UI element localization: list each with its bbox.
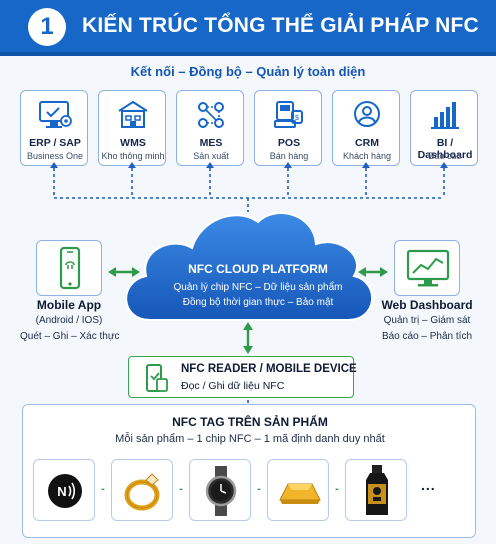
system-desc: Bán hàng [269,151,309,161]
web-dashboard-icon-box [394,240,460,296]
cloud-line-1: Quản lý chip NFC – Dữ liệu sản phẩm [173,282,343,293]
product-watch [189,459,251,521]
gold-ring-icon [124,473,160,511]
product-nfc-tag: N [33,459,95,521]
product-gold-bar [267,459,329,521]
nfc-logo-text: N [57,484,66,499]
cloud-title: NFC CLOUD PLATFORM [188,262,328,276]
erp-monitor-icon [39,101,72,128]
product-separator: - [101,483,105,495]
warehouse-icon [118,100,148,128]
web-dashboard-title: Web Dashboard [381,298,473,312]
web-dashboard-line-1: Quản trị – Giám sát [383,315,471,326]
system-name: MES [199,137,223,149]
smartphone-nfc-icon [59,246,81,290]
system-name: ERP / SAP [29,137,81,149]
system-card-crm: CRM Khách hàng [332,90,400,166]
tag-panel-title: NFC TAG TRÊN SẢN PHẨM [172,415,328,429]
liquor-bottle-icon [366,465,388,515]
product-gold-ring [111,459,173,521]
pos-terminal-icon: $ [274,101,303,128]
web-dashboard-line-2: Báo cáo – Phân tích [381,331,473,342]
product-liquor-bottle [345,459,407,521]
nfc-tag-panel: NFC TAG TRÊN SẢN PHẨM Mỗi sản phẩm – 1 c… [22,404,476,538]
product-separator: - [179,483,183,495]
bar-chart-icon [431,102,459,129]
system-card-mes: MES Sản xuất [176,90,244,166]
system-desc: Khách hàng [342,151,392,161]
system-desc: Kho thông minh [101,151,165,161]
product-separator: - [257,483,261,495]
page-title: KIẾN TRÚC TỔNG THỂ GIẢI PHÁP NFC [82,14,479,37]
system-card-pos: $ POS Bán hàng [254,90,322,166]
system-card-wms: WMS Kho thông minh [98,90,166,166]
header-bar: 1 KIẾN TRÚC TỔNG THỂ GIẢI PHÁP NFC [0,0,496,56]
system-name: BI / Dashboard [417,137,473,161]
mobile-app-line-1: (Android / IOS) [35,315,103,326]
system-name: CRM [355,137,379,149]
section-number-badge: 1 [28,8,66,46]
customer-icon [354,101,380,127]
nfc-reader-box: NFC READER / MOBILE DEVICE Đọc / Ghi dữ … [128,356,357,398]
gold-bar-icon [279,483,321,504]
mobile-app-line-2: Quét – Ghi – Xác thực [20,331,120,342]
system-name: WMS [120,137,146,149]
system-card-erp: ERP / SAP Business One [20,90,88,166]
system-name: POS [277,137,301,149]
more-products-indicator: ... [421,477,436,493]
product-separator: - [335,483,339,495]
system-desc: Business One [26,151,84,161]
mobile-app-title: Mobile App [36,298,102,312]
process-flow-icon [198,102,224,128]
system-card-bi: BI / Dashboard Báo cáo [410,90,478,166]
monitor-chart-icon [406,249,450,287]
reader-device-icon [146,364,168,392]
tag-panel-subtitle: Mỗi sản phẩm – 1 chip NFC – 1 mã định da… [115,433,385,445]
cloud-line-2: Đồng bộ thời gian thực – Bảo mật [182,297,334,308]
mobile-app-icon-box [36,240,102,296]
nfc-tag-icon: N [48,474,82,508]
system-desc: Sản xuất [193,151,229,161]
svg-text:$: $ [295,115,299,122]
reader-title: NFC READER / MOBILE DEVICE [181,363,357,375]
page-subtitle: Kết nối – Đồng bộ – Quản lý toàn diện [130,64,366,79]
watch-icon [205,466,237,516]
system-desc: Báo cáo [428,151,462,161]
reader-subtitle: Đọc / Ghi dữ liệu NFC [181,380,285,392]
